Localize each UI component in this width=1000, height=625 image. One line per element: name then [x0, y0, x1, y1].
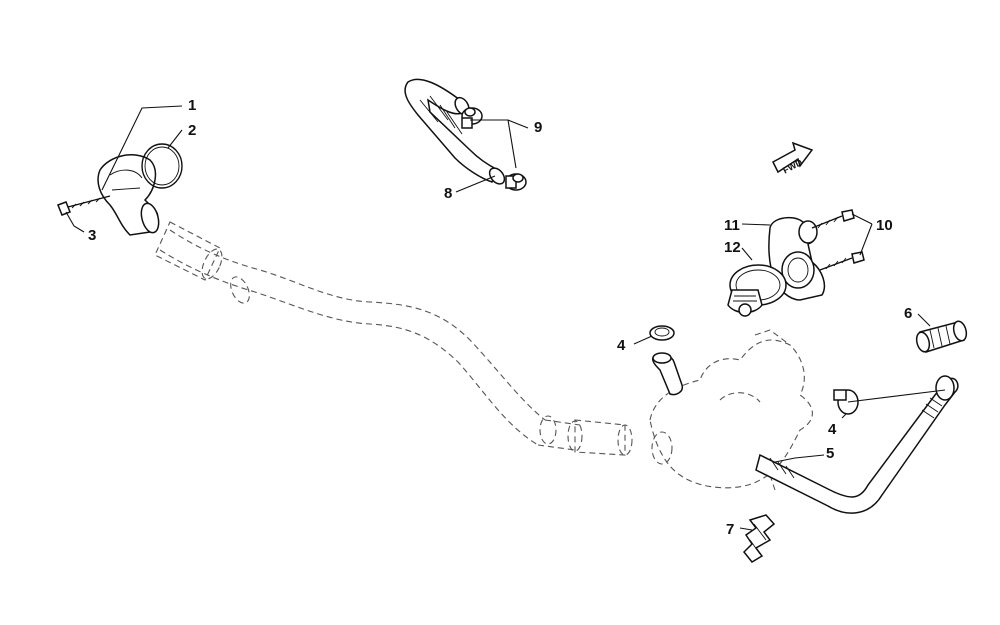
fwd-direction-arrow: FWD — [772, 141, 814, 176]
callout-4b: 4 — [828, 421, 837, 438]
o-ring — [141, 143, 183, 189]
callout-9: 9 — [534, 119, 542, 136]
hose-clamp-upper — [461, 107, 483, 129]
callout-10: 10 — [876, 217, 893, 234]
callout-6: 6 — [904, 305, 912, 322]
ghost-pump-housing — [649, 329, 813, 491]
ghost-sleeve-left — [154, 221, 223, 281]
hose-stub-pump — [651, 352, 684, 396]
callout-4a: 4 — [617, 337, 626, 354]
thermostat-housing-left — [97, 154, 160, 236]
callout-8: 8 — [444, 185, 452, 202]
callout-12: 12 — [724, 239, 741, 256]
hose-clamp-lower-right — [833, 389, 859, 415]
callouts: 1 2 3 4 4 5 6 7 8 9 10 11 12 — [88, 97, 912, 538]
ghost-long-hose — [159, 229, 581, 451]
lower-coolant-hose — [755, 375, 959, 514]
hose-clamp-lower — [505, 173, 527, 191]
callout-1: 1 — [188, 97, 196, 114]
hose-clamp-pump — [649, 325, 675, 341]
thermostat — [727, 264, 787, 317]
cover-bolt-lower — [819, 251, 865, 271]
ghost-sleeve-middle — [567, 419, 633, 456]
hose-sleeve — [915, 320, 968, 353]
callout-2: 2 — [188, 122, 196, 139]
callout-5: 5 — [826, 445, 834, 462]
bolt-left — [57, 195, 111, 216]
leader-lines — [65, 105, 946, 531]
cover-bolt-upper — [811, 209, 855, 229]
callout-11: 11 — [724, 217, 740, 234]
callout-3: 3 — [88, 227, 96, 244]
hose-clip — [742, 514, 776, 563]
bypass-hose — [404, 78, 506, 185]
callout-7: 7 — [726, 521, 734, 538]
